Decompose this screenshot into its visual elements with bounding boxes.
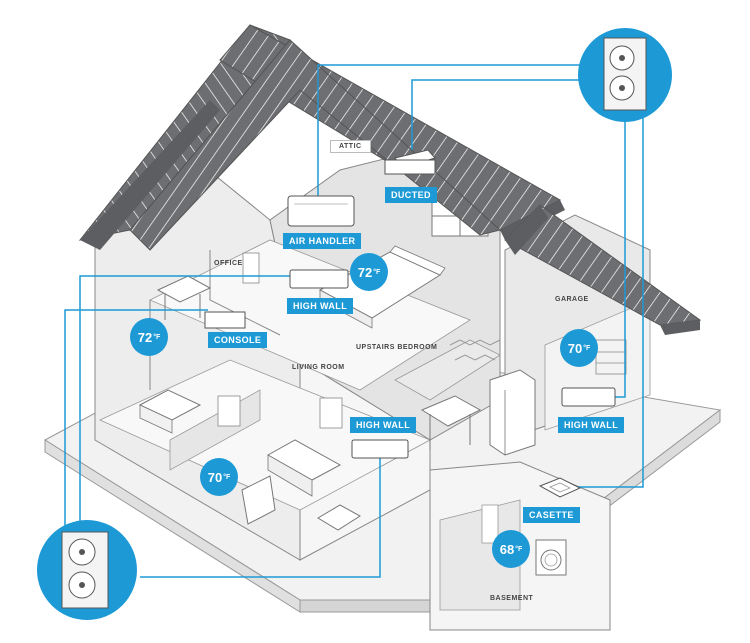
shelf-icon (595, 339, 627, 375)
casette-unit-icon (538, 477, 582, 498)
desk (156, 275, 212, 320)
high-wall-unit-icon (561, 387, 616, 407)
house-walls (94, 149, 501, 561)
room-label-garage: GARAGE (555, 296, 589, 303)
temperature-badge-garage: 70°F (560, 329, 598, 367)
temperature-badge-bedroom: 72°F (350, 253, 388, 291)
main-roof (78, 24, 565, 251)
outdoor-condenser-icon (37, 520, 137, 620)
unit-label-ducted: DUCTED (385, 187, 437, 203)
temperature-badge-office: 72°F (130, 318, 168, 356)
room-label-living-room: LIVING ROOM (292, 364, 345, 371)
outdoor-condenser-icon (578, 28, 672, 122)
staircase (449, 339, 501, 361)
tv (241, 475, 276, 525)
unit-label-high-wall-garage: HIGH WALL (558, 417, 625, 433)
garage-roof (504, 204, 702, 335)
room-label-upstairs-bedroom: UPSTAIRS BEDROOM (356, 344, 438, 351)
fridge (489, 369, 536, 456)
room-label-attic: ATTIC (330, 140, 371, 153)
high-wall-unit-icon (351, 439, 409, 459)
washer-icon (535, 539, 567, 576)
high-wall-unit-icon (289, 269, 349, 289)
air-handler-unit-icon (287, 195, 355, 227)
temperature-badge-living: 70°F (200, 458, 238, 496)
refrigerant-lines (64, 64, 644, 578)
unit-label-high-wall-living: HIGH WALL (350, 417, 417, 433)
dining-table (420, 395, 482, 450)
unit-label-console: CONSOLE (208, 332, 268, 348)
bathtub (138, 389, 202, 434)
temperature-badge-basement: 68°F (492, 530, 530, 568)
ducted-unit-icon (384, 149, 436, 175)
unit-label-casette: CASETTE (523, 507, 580, 523)
room-label-basement: BASEMENT (490, 595, 534, 602)
unit-label-air-handler: AIR HANDLER (283, 233, 362, 249)
room-label-office: OFFICE (214, 260, 243, 267)
window (217, 395, 343, 429)
unit-label-high-wall-upstairs: HIGH WALL (287, 298, 354, 314)
console-unit-icon (204, 311, 246, 329)
sofa (266, 439, 361, 531)
